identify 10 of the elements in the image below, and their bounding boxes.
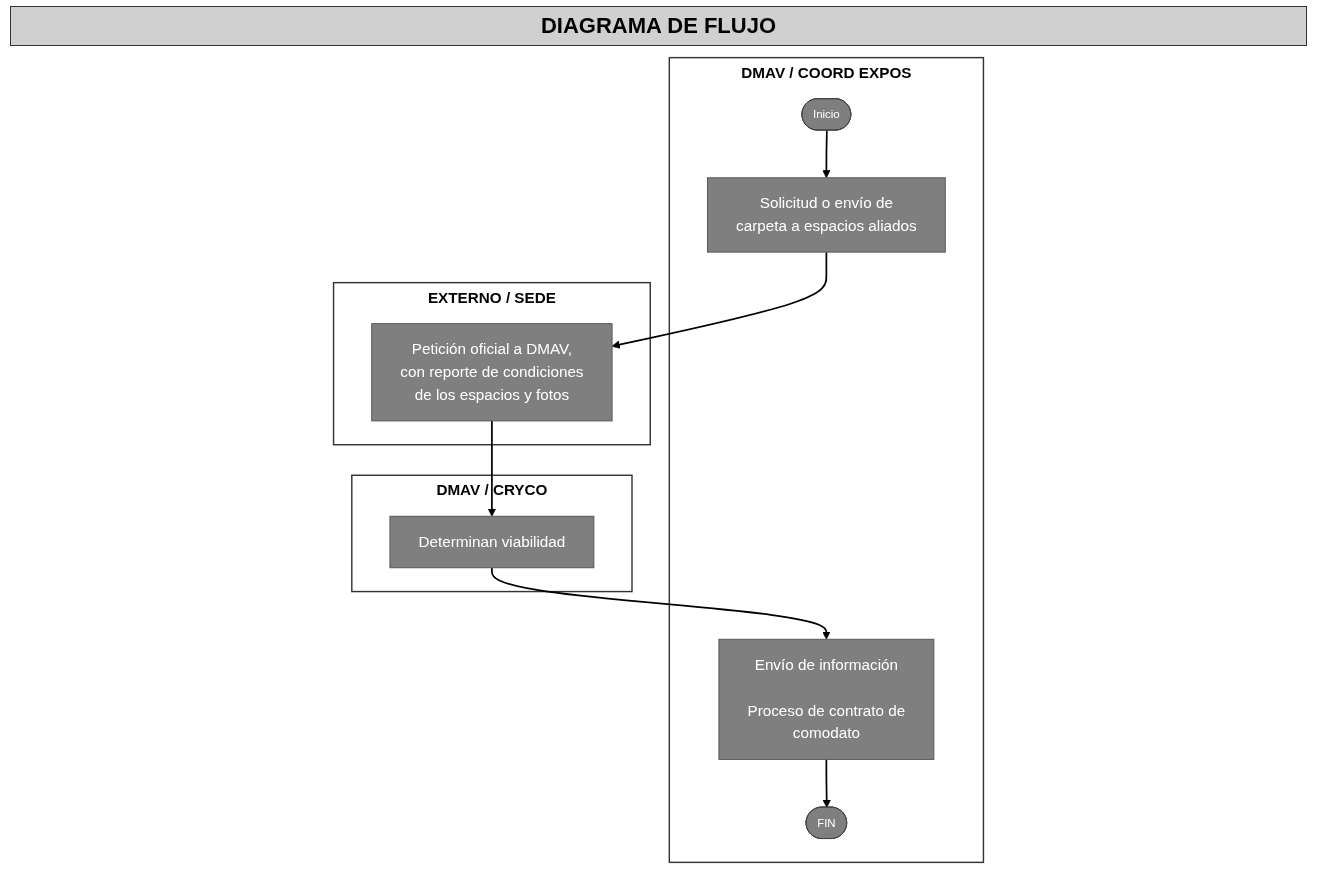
node-box: Solicitud o envío de carpeta a espacios aliados: [706, 177, 946, 253]
arrow: [822, 129, 831, 179]
arrow: [487, 420, 497, 517]
arrow: [611, 251, 828, 349]
arrow: [491, 566, 831, 640]
diagram-title: DIAGRAMA DE FLUJO: [10, 6, 1307, 46]
arrow: [822, 758, 831, 808]
node-box: Determinan viabilidad: [389, 515, 595, 569]
node-box: Petición oficial a DMAV, con reporte de condiciones de los espacios y fotos: [371, 323, 613, 422]
node-box: Envío de información Proceso de contrato de comodato: [718, 638, 935, 760]
